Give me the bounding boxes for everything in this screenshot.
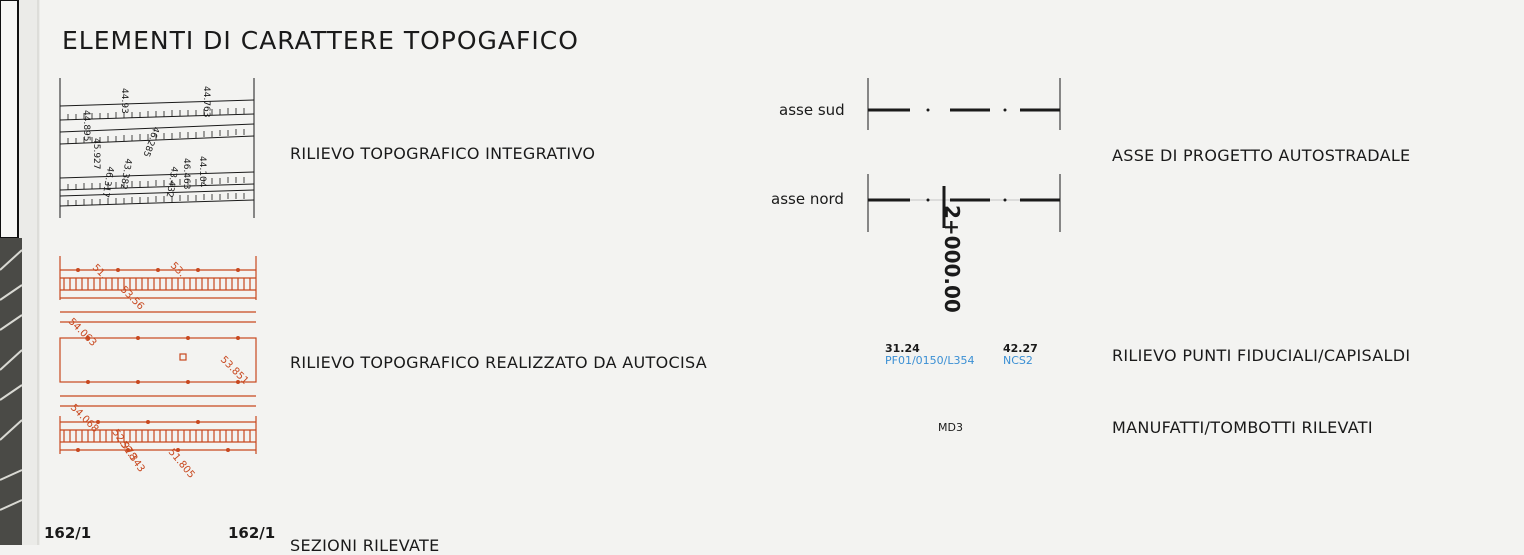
survey-int-value: 44.93 [119,88,129,114]
manufatto-code: MD3 [938,421,963,434]
legend-label: RILIEVO TOPOGRAFICO REALIZZATO DA AUTOCI… [290,353,707,372]
axis-chainage-label: 2+000.00 [940,205,964,313]
section-label-right: 162/1 [228,524,276,542]
legend-label: ASSE DI PROGETTO AUTOSTRADALE [1112,146,1411,165]
survey-int-value: 46.285 [140,125,160,158]
survey-int-value: 43.382 [118,157,133,190]
survey-autocisa-symbol: 51. 53. 53.56 54.063 53.851 54.068 52.97… [59,256,257,481]
axis-north-label: asse nord [771,190,844,208]
survey-int-value: 46.463 [181,158,191,190]
survey-int-value: 43.432 [164,165,179,198]
legend-label: SEZIONI RILEVATE [290,536,440,555]
project-axis-symbol [867,78,1061,232]
survey-int-value: 46.317 [100,165,115,198]
section-label-left: 162/1 [44,524,92,542]
fiducial-right-value: 42.27 [1003,342,1038,355]
legend-label: RILIEVO TOPOGRAFICO INTEGRATIVO [290,144,596,163]
survey-int-value: 45.927 [91,138,101,170]
fiducial-left-value: 31.24 [885,342,920,355]
axis-south-label: asse sud [779,101,845,119]
survey-auto-value: 54.063 [66,316,99,349]
survey-integrative-symbol: 44.93 44.763 44.895 45.927 46.285 43.382… [59,78,255,218]
page-title: ELEMENTI DI CARATTERE TOPOGAFICO [62,26,579,55]
legend-label: RILIEVO PUNTI FIDUCIALI/CAPISALDI [1112,346,1411,365]
legend-label: MANUFATTI/TOMBOTTI RILEVATI [1112,418,1373,437]
survey-auto-value: 52.343 [118,439,147,474]
survey-int-value: 44.104 [197,156,207,188]
fiducial-left-code: PF01/0150/L354 [885,354,975,367]
survey-auto-value: 53. [168,260,187,279]
left-edge-photo-strip [0,0,40,545]
survey-int-value: 44.895 [81,110,91,142]
fiducial-right-code: NCS2 [1003,354,1033,367]
survey-int-value: 44.763 [201,86,211,118]
survey-auto-value: 51.805 [166,447,197,481]
